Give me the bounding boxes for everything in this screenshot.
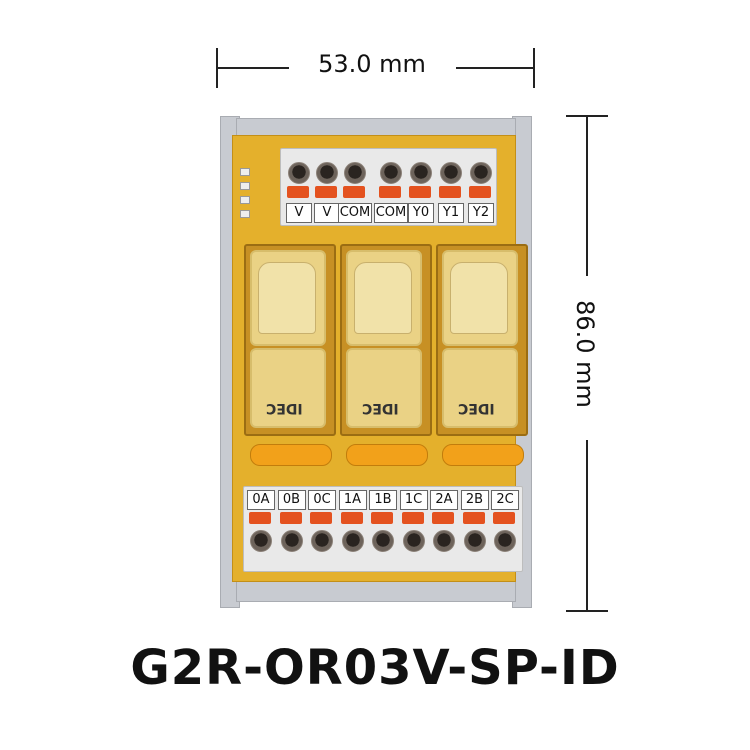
relay-button [450,262,508,334]
terminal-lever [439,186,461,198]
bottom-terminal-label: 2A [430,490,458,510]
top-terminal-label: COM [374,203,408,223]
terminal-screw [372,530,394,552]
bottom-terminal-label: 2C [491,490,519,510]
terminal-screw [250,530,272,552]
bottom-terminal-label: 0B [277,490,306,510]
terminal-screw [341,530,364,552]
top-terminal-label: COM [338,203,372,223]
height-label: 86.0 mm [571,300,599,408]
terminal-lever [279,512,302,524]
bottom-terminal-label: 0A [247,490,275,510]
relay-body [346,348,422,428]
terminal-lever [371,512,393,524]
terminal-screw [344,162,366,184]
top-terminal-label: Y1 [438,203,464,223]
terminal-lever [493,512,515,524]
relay-body [442,348,518,428]
terminal-screw [402,530,425,552]
terminal-screw [440,162,462,184]
terminal-screw [316,162,338,184]
top-terminal-label: V [314,203,340,223]
model-name: G2R-OR03V-SP-ID [130,640,620,696]
relay-button [354,262,412,334]
terminal-lever [249,512,271,524]
terminal-screw [380,162,402,184]
terminal-lever [310,512,332,524]
relay-brand-text: IDEC [362,400,399,416]
terminal-screw [280,530,303,552]
terminal-screw [288,162,310,184]
top-terminal-label: Y0 [408,203,434,223]
relay-retainer-clip [250,444,332,466]
bottom-terminal-label: 2B [460,490,489,510]
terminal-screw [311,530,333,552]
terminal-lever [315,186,337,198]
terminal-lever [343,186,365,198]
top-terminal-label: Y2 [468,203,494,223]
relay-retainer-clip [442,444,524,466]
terminal-screw [470,162,492,184]
terminal-lever [379,186,401,198]
relay-brand-text: IDEC [266,400,303,416]
rail-top [236,118,516,136]
terminal-lever [432,512,454,524]
terminal-screw [410,162,432,184]
terminal-screw [463,530,486,552]
terminal-screw [433,530,455,552]
terminal-lever [287,186,309,198]
bottom-terminal-label: 0C [308,490,336,510]
terminal-lever [401,512,424,524]
terminal-lever [462,512,485,524]
terminal-lever [340,512,363,524]
width-label: 53.0 mm [318,50,426,78]
relay-body [250,348,326,428]
relay-retainer-clip [346,444,428,466]
bottom-terminal-label: 1C [399,490,428,510]
bottom-terminal-label: 1A [338,490,367,510]
relay-brand-text: IDEC [458,400,495,416]
terminal-lever [409,186,431,198]
top-terminal-label: V [286,203,312,223]
terminal-screw [494,530,516,552]
bottom-terminal-label: 1B [369,490,397,510]
relay-button [258,262,316,334]
terminal-lever [469,186,491,198]
